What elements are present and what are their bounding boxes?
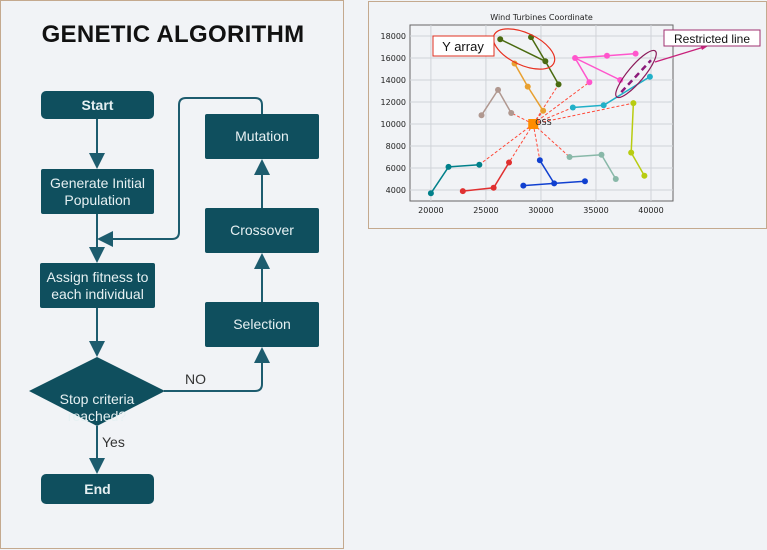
generate-population-node: Generate Initial Population (41, 169, 154, 214)
flowchart-title: GENETIC ALGORITHM (41, 21, 305, 48)
decision-diamond (29, 357, 165, 426)
flowchart-arrows (29, 97, 270, 474)
assign-fitness-node: Assign fitness to each individual (40, 263, 155, 308)
end-node: End (41, 474, 154, 504)
crossover-node: Crossover (205, 208, 319, 253)
yes-label: Yes (102, 434, 125, 450)
no-label: NO (185, 371, 206, 387)
flowchart-panel: GENETIC ALGORITHM Start Generate Initial… (0, 0, 344, 549)
stop-criteria-label: Stop criteria reached? (59, 391, 135, 424)
mutation-node: Mutation (205, 114, 319, 159)
selection-node: Selection (205, 302, 319, 347)
chart-panel (368, 1, 767, 229)
arrow-decision-selection (164, 347, 270, 392)
start-node: Start (41, 91, 154, 119)
arrow-mutation-loop (97, 97, 263, 247)
